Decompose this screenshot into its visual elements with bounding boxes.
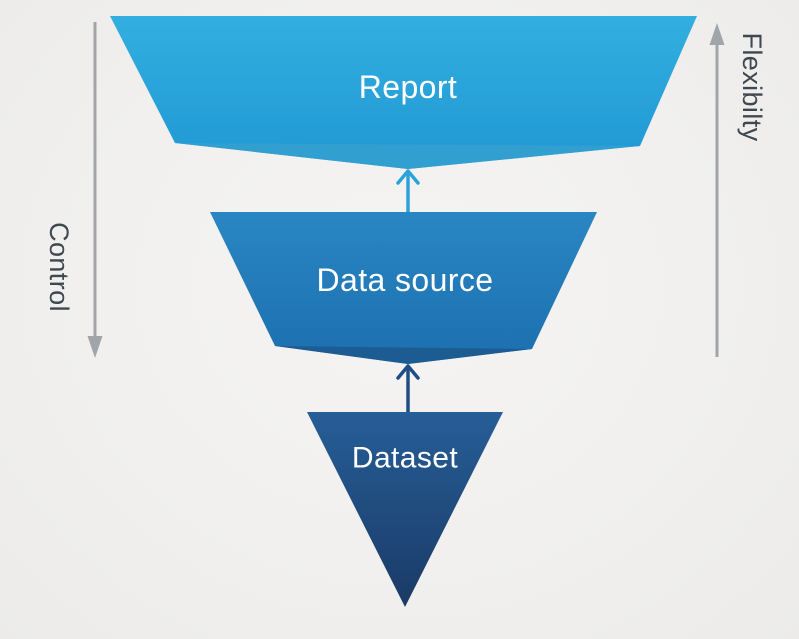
- datasource-shape: [210, 212, 597, 364]
- flexibility-axis: Flexibilty: [709, 23, 767, 357]
- report-label: Report: [359, 69, 457, 105]
- flexibility-axis-label: Flexibilty: [737, 32, 767, 141]
- arrow-up-icon: [396, 169, 420, 185]
- report-fold-shading: [175, 143, 640, 169]
- arrow-dataset-to-datasource: [396, 364, 420, 414]
- funnel-level-report: Report: [110, 16, 697, 169]
- report-shape: [110, 16, 697, 169]
- datasource-fold-shading: [275, 346, 532, 364]
- arrow-up-icon: [396, 364, 420, 380]
- control-axis-label: Control: [44, 222, 74, 312]
- control-axis: Control: [44, 22, 103, 358]
- funnel-level-dataset: Dataset: [307, 412, 503, 607]
- arrow-up-icon: [709, 23, 725, 45]
- funnel-level-datasource: Data source: [210, 212, 597, 364]
- datasource-label: Data source: [317, 262, 494, 298]
- dataset-shape: [307, 412, 503, 607]
- dataset-label: Dataset: [352, 442, 458, 475]
- arrow-datasource-to-report: [396, 169, 420, 215]
- arrow-down-icon: [87, 336, 103, 358]
